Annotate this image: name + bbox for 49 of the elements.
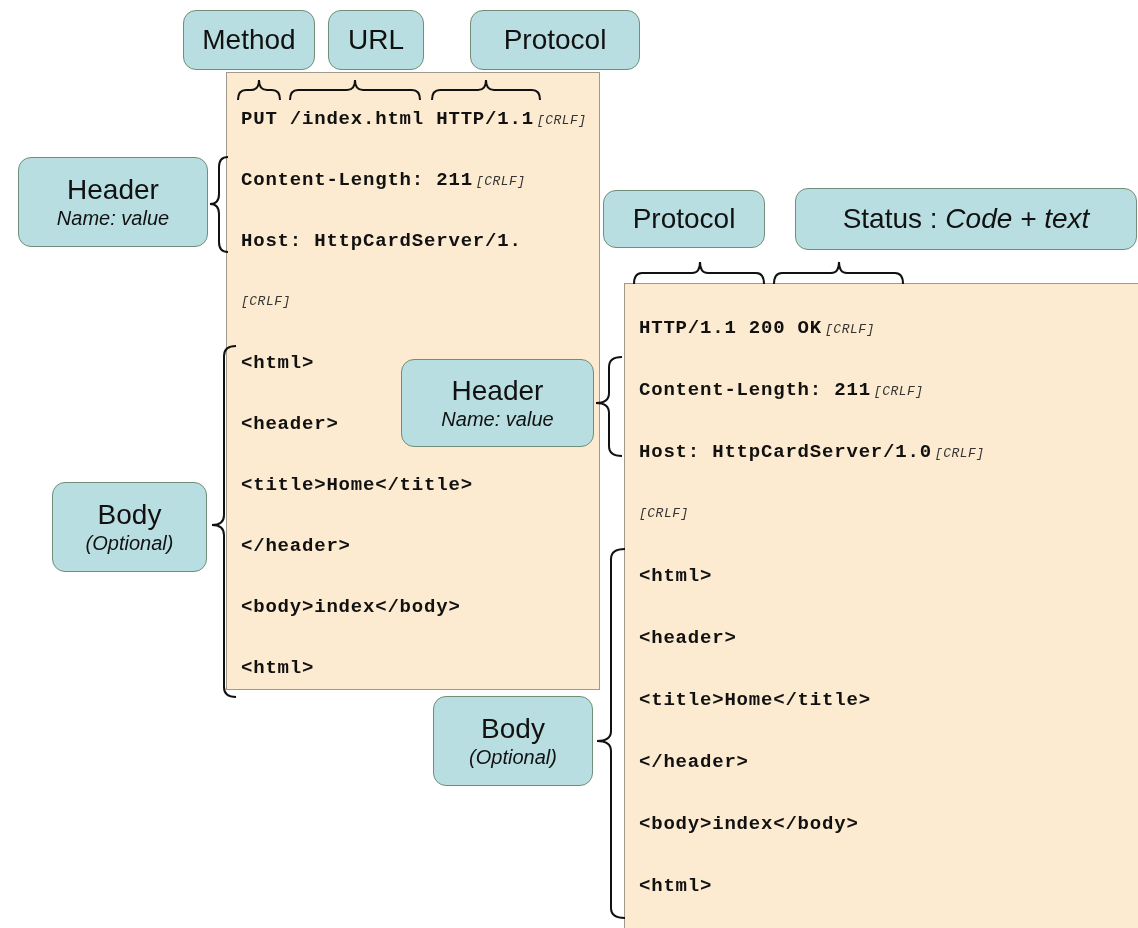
code-line: <html> bbox=[241, 351, 315, 376]
callout-label: Status : Code + text bbox=[842, 203, 1090, 235]
line-terminator: [CRLF] bbox=[873, 383, 924, 401]
callout-box bbox=[433, 696, 593, 786]
callout-box bbox=[18, 157, 208, 247]
code-line: Content-Length: 211 bbox=[241, 168, 473, 193]
code-line: <body>index</body> bbox=[241, 595, 461, 620]
code-line: HTTP/1.1 200 OK bbox=[639, 316, 823, 341]
line-terminator: [CRLF] bbox=[475, 173, 526, 191]
callout-box bbox=[603, 190, 765, 248]
callout-box bbox=[328, 10, 424, 70]
line-terminator: [CRLF] bbox=[241, 293, 291, 311]
code-line: <title>Home</title> bbox=[639, 688, 871, 713]
callout-note: (Optional) bbox=[469, 745, 557, 769]
code-line: PUT /index.html HTTP/1.1 bbox=[241, 107, 534, 132]
callout-note: Name: value bbox=[56, 206, 170, 230]
code-line: </header> bbox=[639, 750, 749, 775]
callout-label: Body bbox=[97, 499, 162, 531]
code-line: <body>index</body> bbox=[639, 812, 859, 837]
code-line: Content-Length: 211 bbox=[639, 378, 871, 403]
callout-note: Name: value bbox=[441, 407, 554, 431]
code-line: <html> bbox=[639, 874, 713, 899]
callout-label: Body bbox=[481, 713, 545, 745]
line-terminator: [CRLF] bbox=[639, 505, 689, 523]
callout-box bbox=[52, 482, 207, 572]
callout-box bbox=[470, 10, 640, 70]
line-terminator: [CRLF] bbox=[825, 321, 875, 339]
callout-label: Method bbox=[202, 24, 296, 56]
line-terminator: [CRLF] bbox=[934, 445, 985, 463]
callout-label: Protocol bbox=[632, 203, 736, 235]
code-line: <html> bbox=[639, 564, 713, 589]
code-line: Host: HttpCardServer/1.0 bbox=[639, 440, 932, 465]
callout-box bbox=[183, 10, 315, 70]
callout-label: Header bbox=[451, 375, 544, 407]
code-line: </header> bbox=[241, 534, 351, 559]
code-line: <header> bbox=[639, 626, 737, 651]
code-line: <header> bbox=[241, 412, 339, 437]
callout-label: Protocol bbox=[503, 24, 607, 56]
code-line: Host: HttpCardServer/1. bbox=[241, 229, 522, 254]
code-line: <html> bbox=[241, 656, 315, 681]
callout-note: (Optional) bbox=[85, 531, 174, 555]
line-terminator: [CRLF] bbox=[536, 112, 587, 130]
code-line: <title>Home</title> bbox=[241, 473, 473, 498]
callout-label: URL bbox=[348, 24, 404, 56]
callout-label: Header bbox=[67, 174, 159, 206]
message-panel bbox=[226, 72, 600, 690]
message-panel bbox=[624, 283, 1138, 928]
callout-box bbox=[401, 359, 594, 447]
callout-box bbox=[795, 188, 1137, 250]
